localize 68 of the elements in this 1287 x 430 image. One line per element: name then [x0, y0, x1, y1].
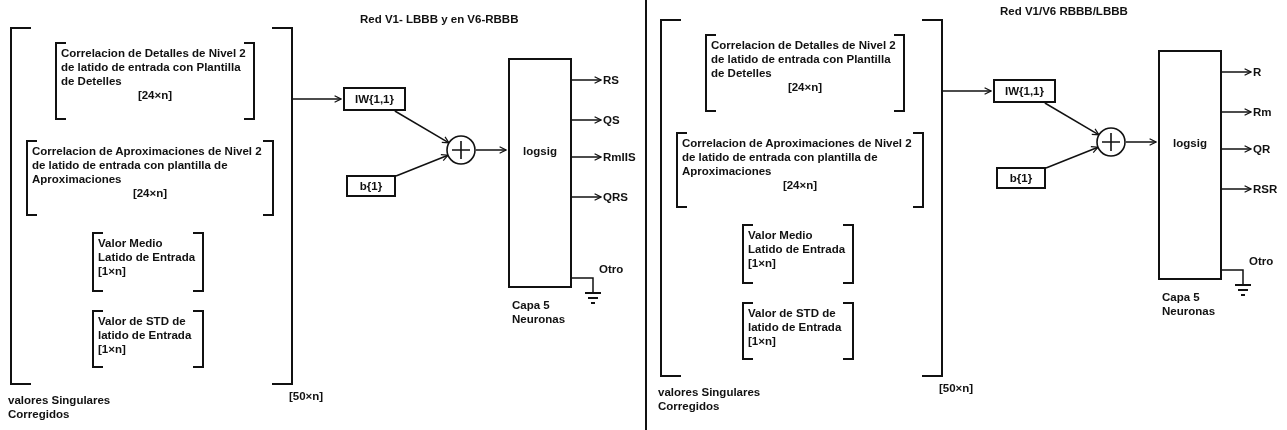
feature-bracket: [55, 42, 255, 120]
arrow: [1045, 146, 1099, 169]
bracket-caption: valores Singulares Corregidos: [8, 393, 112, 421]
output-label: QRS: [603, 189, 628, 205]
arrow: [394, 110, 450, 144]
feature-bracket: [92, 310, 204, 368]
feature-bracket: [742, 224, 854, 284]
sum-junction: [1096, 127, 1126, 157]
arrow: [571, 193, 602, 201]
ground-symbol: [1235, 284, 1251, 296]
dimension-label: [24×n]: [131, 186, 169, 200]
arrow: [395, 154, 449, 177]
arrow: [571, 153, 602, 161]
feature-label: Valor de STD de latido de Entrada [1×n]: [98, 314, 193, 356]
dimension-label: [50×n]: [939, 381, 974, 395]
layer-caption: Capa 5 Neuronas: [1162, 290, 1217, 318]
layer-box: [1158, 50, 1222, 280]
function-label: logsig: [522, 144, 558, 158]
ground-symbol: [585, 292, 601, 304]
layer-caption: Capa 5 Neuronas: [512, 298, 567, 326]
output-label: Rm: [1253, 104, 1272, 120]
dimension-label: [50×n]: [289, 389, 324, 403]
bias-box: b{1}: [996, 167, 1046, 189]
feature-bracket: [676, 132, 924, 208]
dimension-label: [24×n]: [136, 88, 174, 102]
feature-label: Correlacion de Detalles de Nivel 2 de latido de entrada con Plantilla de Detelles: [711, 38, 897, 80]
output-label: R: [1253, 64, 1262, 80]
edge-label: Otro: [1249, 254, 1274, 268]
output-label: QS: [603, 112, 620, 128]
arrow: [571, 76, 602, 84]
weight-box: IW{1,1}: [993, 79, 1056, 103]
output-label: RmIIS: [603, 149, 636, 165]
bracket-caption: valores Singulares Corregidos: [658, 385, 762, 413]
feature-label: Correlacion de Detalles de Nivel 2 de latido de entrada con Plantilla de Detelles: [61, 46, 247, 88]
arrow: [1221, 145, 1252, 153]
feature-bracket: [92, 232, 204, 292]
sum-junction: [446, 135, 476, 165]
bias-box: b{1}: [346, 175, 396, 197]
feature-label: Valor Medio Latido de Entrada [1×n]: [748, 228, 847, 270]
arrow: [571, 116, 602, 124]
feature-label: Correlacion de Aproximaciones de Nivel 2 de latido de entrada con plantilla de Aproximaciones: [32, 144, 263, 186]
arrow: [942, 87, 992, 95]
output-label: RSR: [1253, 181, 1278, 197]
feature-bracket: [705, 34, 905, 112]
arrow: [292, 95, 342, 103]
dimension-label: [24×n]: [786, 80, 824, 94]
arrow: [1044, 102, 1100, 136]
output-label: RS: [603, 72, 619, 88]
edge-label: Otro: [599, 262, 624, 276]
feature-label: Valor Medio Latido de Entrada [1×n]: [98, 236, 197, 278]
arrow: [1221, 185, 1252, 193]
layer-box: [508, 58, 572, 288]
dimension-label: [24×n]: [781, 178, 819, 192]
panel-title: Red V1/V6 RBBB/LBBB: [1000, 4, 1128, 18]
arrow: [1125, 138, 1157, 146]
output-label: QR: [1253, 141, 1271, 157]
panel-title: Red V1- LBBB y en V6-RBBB: [360, 12, 519, 26]
function-label: logsig: [1172, 136, 1208, 150]
arrow: [1221, 108, 1252, 116]
connector-line: [571, 277, 594, 293]
arrow: [475, 146, 507, 154]
weight-box: IW{1,1}: [343, 87, 406, 111]
feature-label: Valor de STD de latido de Entrada [1×n]: [748, 306, 843, 348]
feature-bracket: [26, 140, 274, 216]
feature-bracket: [742, 302, 854, 360]
feature-label: Correlacion de Aproximaciones de Nivel 2 de latido de entrada con plantilla de Aproximaciones: [682, 136, 913, 178]
arrow: [1221, 68, 1252, 76]
connector-line: [1221, 269, 1244, 285]
